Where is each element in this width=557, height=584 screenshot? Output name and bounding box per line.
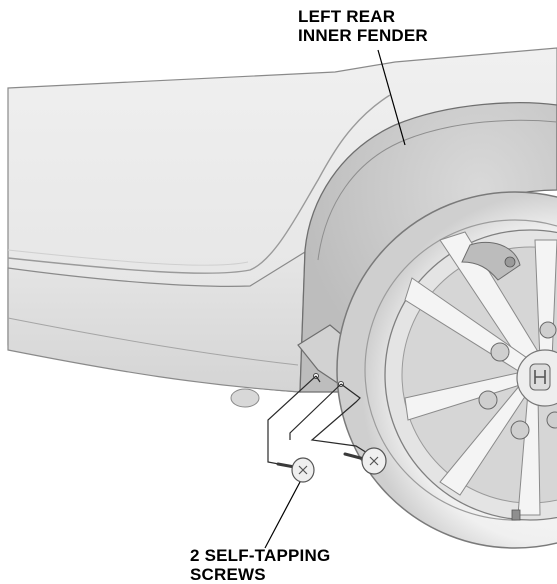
sill-foot [230, 388, 260, 408]
self-tapping-screws-label: 2 SELF-TAPPING SCREWS [190, 546, 330, 584]
screws-label-line-1: 2 SELF-TAPPING [190, 546, 331, 565]
fender-label-line-2: INNER FENDER [298, 26, 428, 45]
left-rear-inner-fender-label: LEFT REAR INNER FENDER [298, 7, 428, 45]
lug-nuts [478, 321, 557, 440]
valve-stem [511, 509, 521, 521]
inner-fender-liner-edge [317, 119, 557, 261]
body-crease-shadow [7, 249, 249, 266]
fender-leader-line [377, 49, 406, 146]
honda-emblem-icon [529, 363, 551, 391]
screws-label-line-2: SCREWS [190, 565, 266, 584]
phillips-cross-icon [298, 465, 308, 475]
exploded-view-lines [267, 375, 373, 469]
self-tapping-screw-2 [343, 447, 387, 475]
brake-caliper [461, 241, 521, 281]
fender-label-line-1: LEFT REAR [298, 7, 396, 26]
phillips-cross-icon [369, 456, 379, 466]
sill-lower-edge [7, 317, 299, 366]
self-tapping-screw-1 [276, 457, 315, 483]
body-crease-line [7, 94, 391, 274]
screws-leader-line [264, 481, 301, 549]
